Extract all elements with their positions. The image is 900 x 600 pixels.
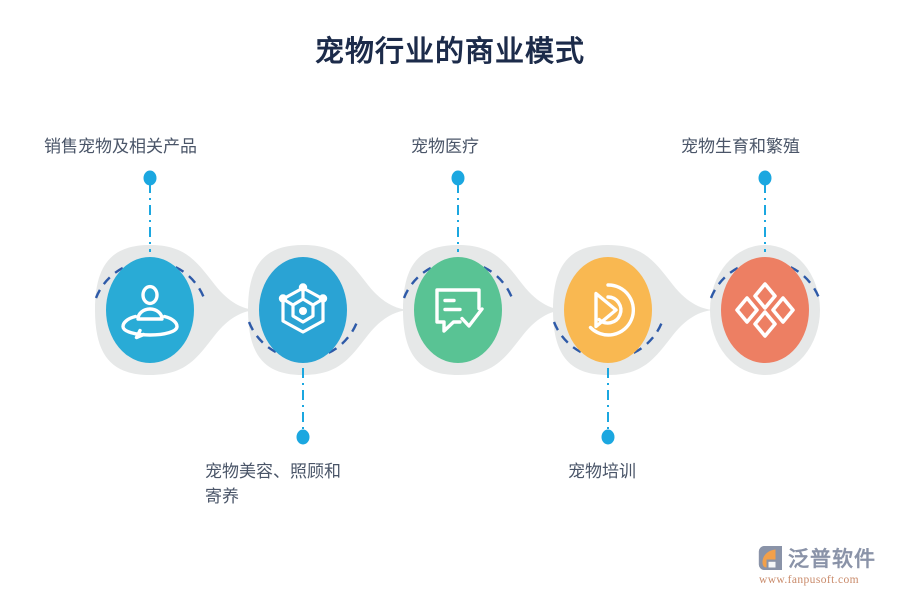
logo-url: www.fanpusoft.com bbox=[759, 574, 859, 586]
node-label-sales: 销售宠物及相关产品 bbox=[44, 137, 197, 156]
page-title: 宠物行业的商业模式 bbox=[314, 36, 585, 68]
node-label-grooming: 宠物美容、照顾和 寄养 bbox=[205, 462, 341, 506]
node-connectors bbox=[94, 170, 821, 445]
node-label-breeding: 宠物生育和繁殖 bbox=[681, 137, 800, 156]
node-circles bbox=[106, 257, 809, 363]
node-circle-breeding[interactable] bbox=[721, 257, 809, 363]
logo-row: 泛普软件 bbox=[758, 543, 876, 573]
node-circle-training[interactable] bbox=[564, 257, 652, 363]
node-circle-sales[interactable] bbox=[106, 257, 194, 363]
leader-dot-medical bbox=[451, 170, 465, 186]
leader-dot-training bbox=[601, 429, 615, 445]
brand-logo: 泛普软件 www.fanpusoft.com bbox=[758, 543, 886, 586]
node-circle-grooming[interactable] bbox=[259, 257, 347, 363]
node-circle-medical[interactable] bbox=[414, 257, 502, 363]
leader-dot-sales bbox=[143, 170, 157, 186]
leader-dot-breeding bbox=[758, 170, 772, 186]
fanpu-logo-icon bbox=[758, 545, 784, 571]
logo-text: 泛普软件 bbox=[788, 547, 876, 571]
node-label-medical: 宠物医疗 bbox=[411, 137, 479, 156]
node-label-training: 宠物培训 bbox=[568, 462, 636, 481]
leader-dot-grooming bbox=[296, 429, 310, 445]
